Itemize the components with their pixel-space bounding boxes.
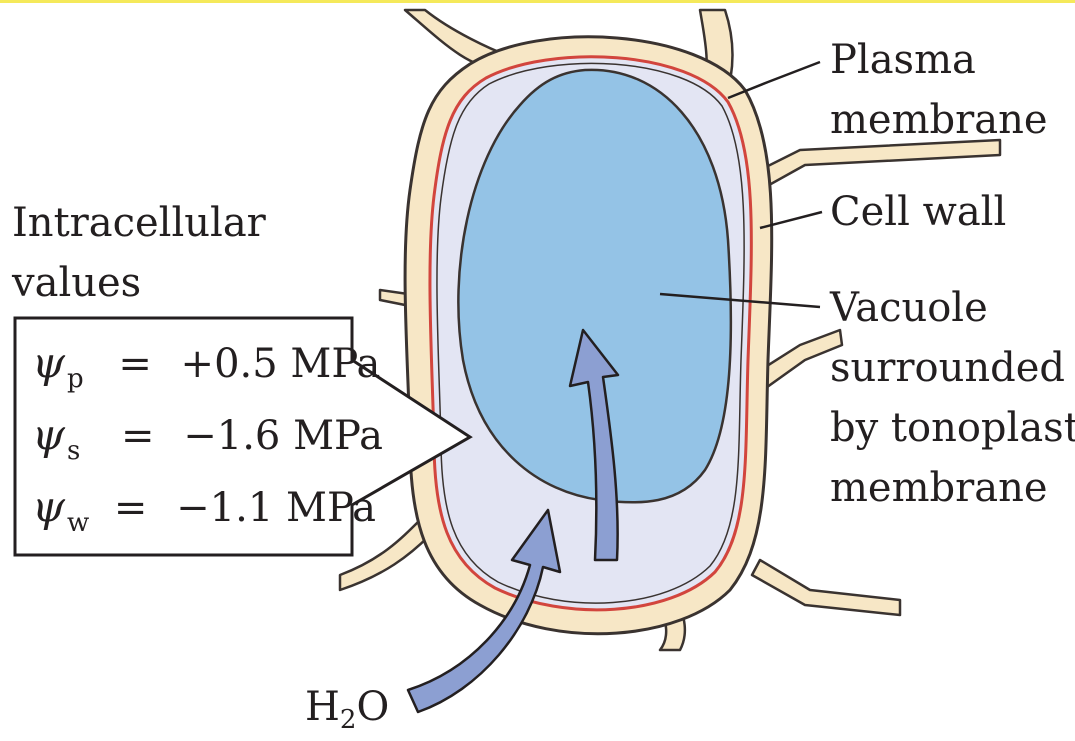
- equals-sign: =: [121, 413, 155, 459]
- water-base: H: [305, 684, 340, 730]
- equals-sign: =: [118, 341, 152, 387]
- psi-subscript: p: [67, 364, 84, 394]
- water-label: H2O: [305, 682, 389, 737]
- plasma-membrane-label-1: Plasma: [830, 35, 976, 85]
- value-row-solute: ψs = −1.6 MPa: [32, 410, 383, 466]
- water-subscript: 2: [340, 705, 357, 735]
- psi-subscript: w: [67, 508, 89, 538]
- solute-value: −1.6 MPa: [183, 413, 383, 459]
- psi-symbol: ψ: [32, 338, 65, 387]
- equals-sign: =: [114, 485, 148, 531]
- vacuole-label-1: Vacuole: [830, 283, 988, 333]
- title-line-2: values: [12, 258, 141, 308]
- water-tail: O: [356, 684, 389, 730]
- vacuole-label-4: membrane: [830, 463, 1048, 513]
- value-row-pressure: ψp = +0.5 MPa: [32, 338, 380, 394]
- psi-symbol: ψ: [32, 482, 65, 531]
- plasma-membrane-label-2: membrane: [830, 95, 1048, 145]
- psi-symbol: ψ: [32, 410, 65, 459]
- psi-subscript: s: [67, 436, 80, 466]
- cell-wall-label: Cell wall: [830, 187, 1006, 237]
- pressure-value: +0.5 MPa: [181, 341, 381, 387]
- water-value: −1.1 MPa: [176, 485, 376, 531]
- vacuole-label-3: by tonoplast: [830, 403, 1075, 453]
- value-row-water: ψw = −1.1 MPa: [32, 482, 376, 538]
- vacuole-label-2: surrounded: [830, 343, 1065, 393]
- title-line-1: Intracellular: [12, 198, 266, 248]
